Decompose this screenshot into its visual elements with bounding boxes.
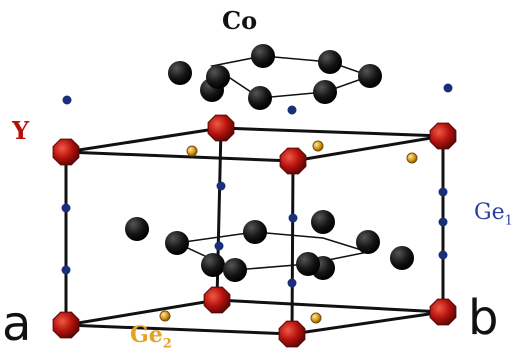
y-atom xyxy=(279,147,307,175)
y-label: Y xyxy=(12,116,30,145)
axis-b-label: b xyxy=(468,290,499,346)
y-atom xyxy=(429,298,457,326)
top-face xyxy=(64,126,445,163)
ge1-atom xyxy=(214,241,224,251)
ge1-atom xyxy=(438,250,448,260)
ge1-atom xyxy=(443,83,453,93)
co-ring-top xyxy=(210,55,373,99)
ge1-atom xyxy=(62,95,72,105)
y-atom xyxy=(278,320,306,348)
ge2-atom xyxy=(159,310,171,322)
ge1-atom xyxy=(287,105,297,115)
ge1-atom xyxy=(287,278,297,288)
co-atom xyxy=(356,230,380,254)
ge1-atom xyxy=(61,203,71,213)
co-atom xyxy=(248,86,272,110)
co-atom xyxy=(243,220,267,244)
ge2-label-sub: 2 xyxy=(162,336,172,352)
co-label: Co xyxy=(222,6,258,35)
ge1-atom xyxy=(438,217,448,227)
co-atom xyxy=(251,44,275,68)
bottom-face xyxy=(64,298,445,336)
ge2-atom xyxy=(312,140,324,152)
co-atom xyxy=(296,252,320,276)
co-atom xyxy=(201,253,225,277)
ge2-label-base: Ge xyxy=(130,322,163,348)
co-atom xyxy=(358,64,382,88)
ge2-atom xyxy=(310,312,322,324)
ge2-atom xyxy=(186,145,198,157)
y-atom xyxy=(52,311,80,339)
edge-front-mid xyxy=(290,160,295,335)
co-atom xyxy=(311,210,335,234)
ge1-atom xyxy=(438,187,448,197)
co-atom xyxy=(313,80,337,104)
ge1-atom xyxy=(288,213,298,223)
atoms-layer xyxy=(52,44,457,348)
co-atom xyxy=(165,231,189,255)
y-atom xyxy=(429,122,457,150)
co-atom xyxy=(168,61,192,85)
ge1-atom xyxy=(61,265,71,275)
co-atom xyxy=(390,246,414,270)
ge1-label-base: Ge xyxy=(474,200,505,225)
axis-a-label: a xyxy=(2,296,32,352)
co-atom xyxy=(223,258,247,282)
ge1-label: Ge1 xyxy=(474,200,513,228)
ge1-atom xyxy=(216,181,226,191)
y-atom xyxy=(207,114,235,142)
co-atom xyxy=(318,50,342,74)
ge2-label: Ge2 xyxy=(130,322,172,351)
y-atom xyxy=(52,138,80,166)
co-atom xyxy=(125,217,149,241)
y-atom xyxy=(203,286,231,314)
ge2-atom xyxy=(406,152,418,164)
co-atom xyxy=(206,65,230,89)
ge1-label-sub: 1 xyxy=(504,213,513,229)
